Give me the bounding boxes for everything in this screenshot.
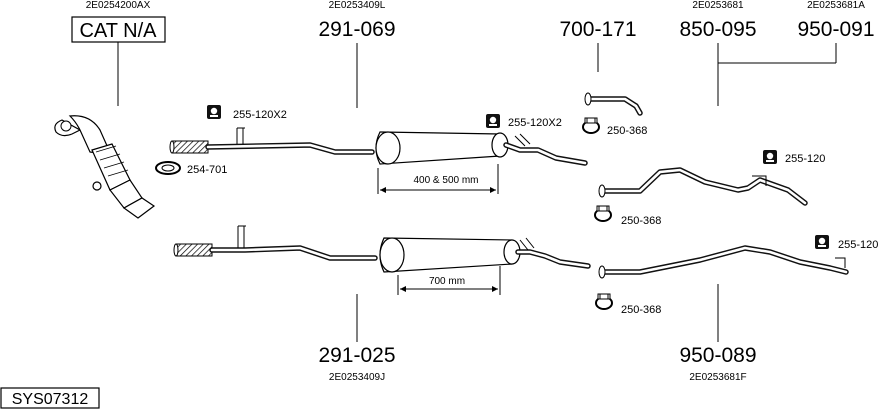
fitting-label-clamp-3: 250-368 [621, 304, 661, 316]
catalytic-converter-icon [54, 115, 156, 219]
oe-number-lower-pipe: 2E0253409J [329, 372, 385, 383]
hanger-icon [207, 105, 221, 119]
system-code-box [0, 387, 100, 409]
dimension-upper-label: 400 & 500 mm [413, 175, 478, 186]
lower-pipe-assembly [173, 225, 591, 273]
part-number-upper-pipe: 291-069 [318, 18, 395, 41]
ring-icon [155, 161, 181, 175]
part-number-tail-c: 950-089 [679, 344, 756, 367]
bend-pipe-700-171 [584, 92, 643, 116]
fitting-label-hanger-3: 255-120 [785, 153, 825, 165]
fitting-label-hanger-4: 255-120 [838, 239, 878, 251]
part-number-bend-pipe: 700-171 [559, 18, 636, 41]
clamp-icon [594, 205, 612, 222]
cat-label: CAT N/A [79, 20, 157, 42]
part-number-tail-b: 950-091 [797, 18, 874, 41]
oe-number-tail-a: 2E0253681 [692, 0, 744, 11]
oe-number-tail-c: 2E0253681F [689, 372, 746, 383]
clamp-icon [582, 117, 600, 134]
fitting-label-ring: 254-701 [187, 164, 227, 176]
hanger-icon [763, 150, 777, 164]
oe-number-tail-b: 2E0253681A [807, 0, 865, 11]
clamp-icon [595, 293, 613, 310]
oe-number-cat: 2E0254200AX [86, 0, 151, 11]
part-number-tail-a: 850-095 [679, 18, 756, 41]
oe-number-upper-pipe: 2E0253409L [329, 0, 386, 11]
tail-pipe-upper [598, 167, 808, 206]
fitting-label-hanger-2: 255-120X2 [508, 117, 562, 129]
dimension-upper [377, 164, 499, 194]
fitting-label-clamp-1: 250-368 [607, 125, 647, 137]
hanger-icon [486, 114, 500, 128]
dimension-lower-label: 700 mm [429, 276, 465, 287]
tail-pipe-lower [598, 245, 849, 279]
dimension-lower [397, 266, 501, 295]
fitting-label-hanger-1: 255-120X2 [233, 109, 287, 121]
cat-label-box [71, 16, 166, 43]
system-code: SYS07312 [12, 391, 89, 408]
part-number-lower-pipe: 291-025 [318, 344, 395, 367]
hanger-icon [815, 235, 829, 249]
upper-pipe-assembly [169, 127, 588, 166]
fitting-label-clamp-2: 250-368 [621, 215, 661, 227]
